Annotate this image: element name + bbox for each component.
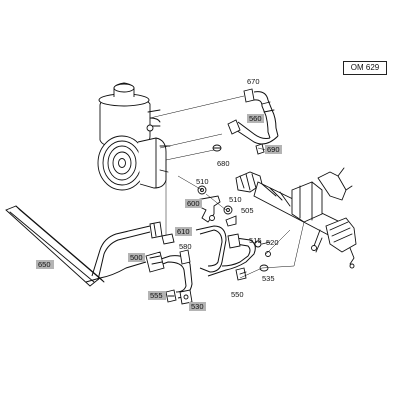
callout-670: 670 <box>247 77 260 86</box>
steering-rack[interactable] <box>235 167 357 269</box>
cooler-lines[interactable] <box>85 221 163 283</box>
fitting-530[interactable] <box>179 289 193 305</box>
callout-505: 505 <box>241 206 254 215</box>
callout-690: 690 <box>267 145 280 154</box>
callout-box-500 <box>128 253 145 262</box>
seal-520[interactable] <box>265 251 271 257</box>
fitting-515[interactable] <box>254 240 271 248</box>
engine-code-label: OM 629 <box>343 61 387 75</box>
leader-line <box>177 175 227 211</box>
callout-box-555 <box>148 291 166 300</box>
callout-box-600 <box>185 199 202 208</box>
oil-cooler-650[interactable] <box>5 205 105 287</box>
callout-515: 515 <box>249 236 262 245</box>
bolt-505[interactable] <box>225 215 237 227</box>
callout-650: 650 <box>38 260 51 269</box>
callout-555: 555 <box>150 291 163 300</box>
bolt-550[interactable] <box>235 267 247 281</box>
pump-reservoir-assembly[interactable] <box>97 82 171 191</box>
callout-box-650 <box>36 260 54 269</box>
banjo-bolt-550[interactable] <box>165 289 177 303</box>
callout-600: 600 <box>187 199 200 208</box>
washer-510b[interactable] <box>223 205 233 215</box>
callout-680: 680 <box>217 159 230 168</box>
callout-560: 560 <box>249 114 262 123</box>
callout-580: 580 <box>179 242 192 251</box>
hose-clamp-680[interactable] <box>212 144 222 152</box>
callout-box-560 <box>247 114 264 123</box>
callout-530: 530 <box>191 302 204 311</box>
callout-box-530 <box>189 302 206 311</box>
leader-line <box>239 221 305 279</box>
callout-610: 610 <box>177 227 190 236</box>
callout-535: 535 <box>262 274 275 283</box>
callout-box-690 <box>265 145 282 154</box>
leader-line <box>165 149 215 161</box>
callout-550: 550 <box>231 290 244 299</box>
clamp-610[interactable] <box>161 233 175 245</box>
leader-line <box>159 133 223 149</box>
callout-500: 500 <box>130 253 143 262</box>
callout-510b: 510 <box>229 195 242 204</box>
return-hose-upper[interactable] <box>227 88 279 145</box>
leader-line <box>265 229 291 255</box>
callout-box-610 <box>175 227 192 236</box>
callout-510a: 510 <box>196 177 209 186</box>
callout-520: 520 <box>266 238 279 247</box>
fitting-690[interactable] <box>255 143 267 155</box>
leader-line <box>149 95 245 119</box>
